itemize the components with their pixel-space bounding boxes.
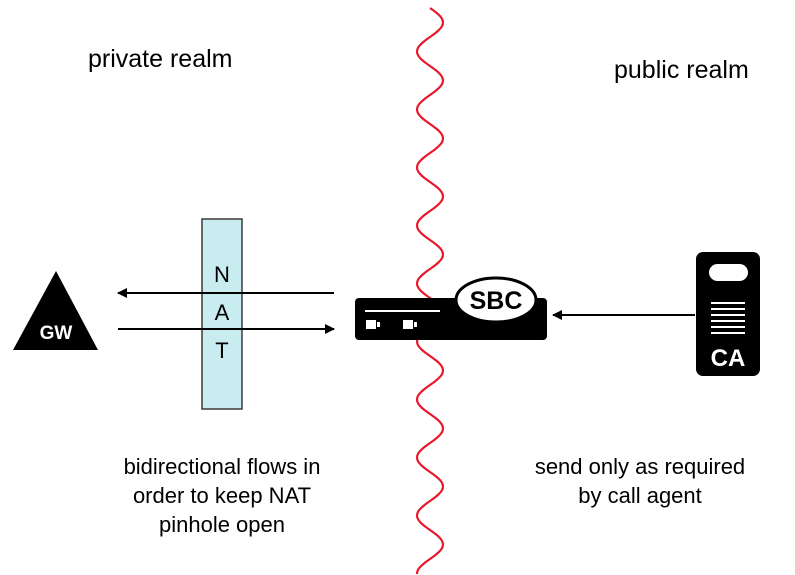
right-caption-line: by call agent — [578, 483, 702, 508]
call-agent-label: CA — [711, 345, 746, 372]
sbc-device-icon: SBC — [355, 276, 547, 340]
public-realm-heading: public realm — [614, 56, 749, 84]
call-agent-server-icon: CA — [696, 252, 760, 376]
gateway-label: GW — [40, 323, 73, 344]
nat-letter: T — [215, 338, 228, 363]
gateway-icon: GW — [13, 271, 98, 350]
left-caption-line: pinhole open — [159, 512, 285, 537]
realm-boundary-line — [415, 7, 445, 575]
nat-letter: N — [214, 262, 230, 287]
left-caption-line: order to keep NAT — [133, 483, 311, 508]
nat-box — [201, 218, 243, 410]
private-realm-heading: private realm — [88, 45, 233, 73]
nat-letter: A — [215, 300, 230, 325]
right-caption-line: send only as required — [535, 454, 745, 479]
left-caption-line: bidirectional flows in — [124, 454, 321, 479]
sbc-label: SBC — [470, 287, 523, 315]
